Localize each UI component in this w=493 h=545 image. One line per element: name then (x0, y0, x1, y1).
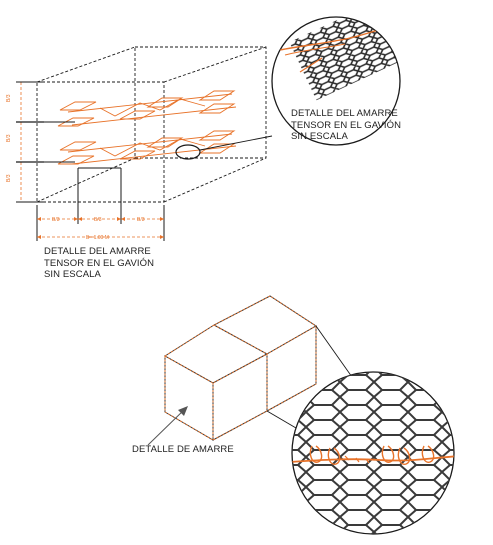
caption-line-3: SIN ESCALA (44, 269, 101, 280)
detail-caption-line-2: TENSOR EN EL GAVIÓN (291, 119, 402, 131)
caption-line-1: DETALLE DEL AMARRE (44, 246, 151, 257)
vdim-2: B/3 (6, 134, 12, 142)
bottom-gabion-boxes (164, 295, 317, 441)
detail-caption-line-1: DETALLE DEL AMARRE (291, 108, 398, 119)
top-figure-caption: DETALLE DEL AMARRE TENSOR EN EL GAVIÓN S… (44, 246, 154, 281)
bottom-detail-circle (291, 371, 455, 535)
hdim-1: B/3 (52, 217, 60, 223)
callout-leader (199, 135, 273, 151)
detail-leader-upper (315, 325, 353, 378)
top-gabion-box (36, 46, 267, 203)
tie-wires (57, 90, 237, 165)
overall-dim: B= 1.00 M (86, 235, 109, 241)
vertical-dimension (16, 81, 44, 203)
detail-caption-line-3: SIN ESCALA (291, 131, 348, 142)
amarre-arrow (147, 406, 188, 446)
callout-ellipse (175, 144, 201, 160)
front-face (36, 81, 165, 203)
hdim-3: B/3 (137, 217, 145, 223)
caption-line-2: TENSOR EN EL GAVIÓN (44, 257, 155, 269)
amarre-callout-label: DETALLE DE AMARRE (132, 444, 234, 455)
horizontal-dimension (36, 168, 165, 241)
box-edge (36, 46, 267, 203)
lacing (164, 295, 317, 441)
detail-leader-lower (266, 410, 297, 429)
tie-markers (44, 121, 121, 169)
hdim-2: B/3 (94, 217, 102, 223)
vdim-3: B/3 (6, 174, 12, 182)
vdim-1: B/3 (6, 94, 12, 102)
detail-circle-caption: DETALLE DEL AMARRE TENSOR EN EL GAVIÓN S… (291, 108, 401, 143)
